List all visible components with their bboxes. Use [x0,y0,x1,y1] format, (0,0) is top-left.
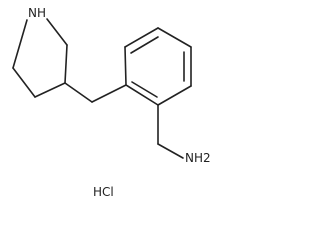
hydrochloride-label: HCl [93,185,114,199]
bond-c3-ch2 [64,82,93,103]
double-bond-inner-c [131,81,158,98]
bond-benz-6-1 [125,84,159,106]
bond-benz-2-3 [124,27,159,48]
double-bond-inner-a [130,36,159,54]
bond-c2-c3 [64,44,68,84]
structure-diagram: NH NH2 HCl [12,6,211,199]
bond-ch2-n [157,143,184,159]
pyrrolidine-nh-label: NH [28,6,46,20]
bond-c5-n1 [12,19,28,69]
bond-n1-c2 [46,18,68,46]
bond-benz-1-2 [124,46,127,86]
bond-c3-c4 [34,82,66,98]
amine-nh2-label: NH2 [185,151,211,165]
molecule-drawing [12,18,192,159]
bond-c4-c5 [12,67,36,98]
bond-benz-3-4 [157,27,192,48]
bond-ch2-ring [91,84,127,103]
bond-benz-5-6 [157,85,192,106]
